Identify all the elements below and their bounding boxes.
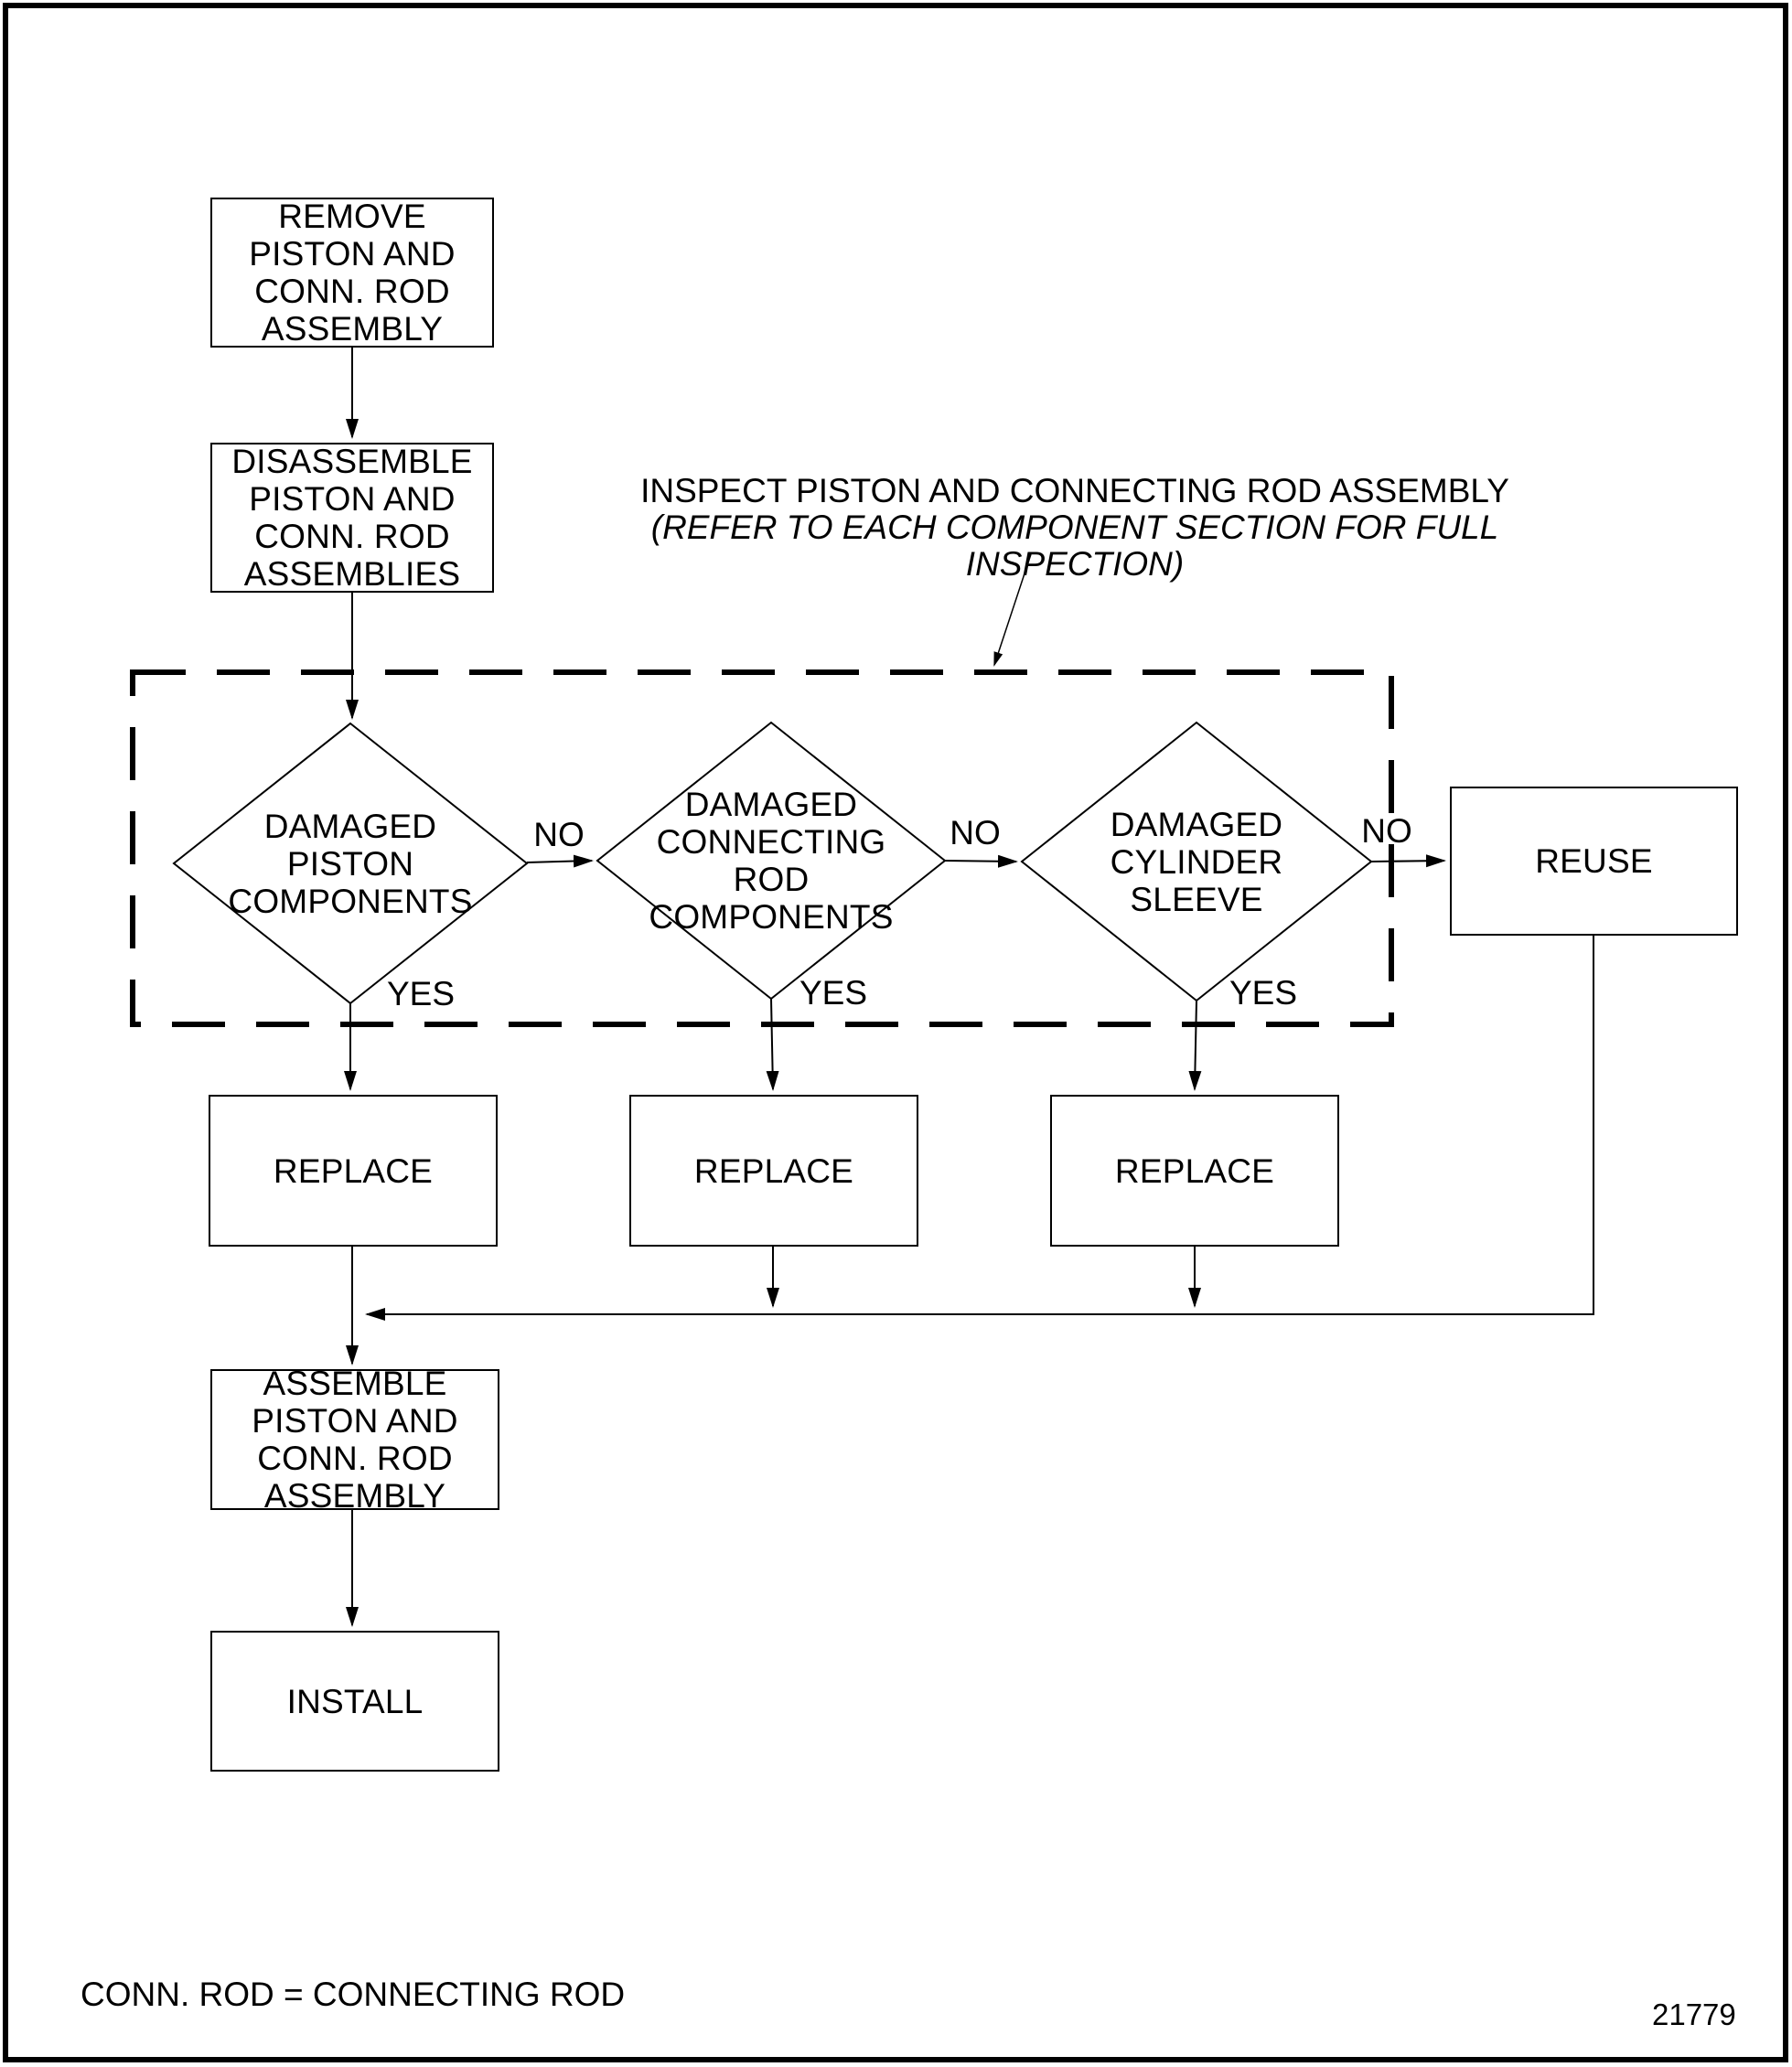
decision-damaged-piston: DAMAGED PISTON COMPONENTS [213, 785, 488, 942]
node-replace-conn-rod-label: REPLACE [693, 1151, 854, 1190]
node-install-label: INSTALL [286, 1682, 424, 1720]
edge-label-conn-rod-yes: YES [799, 974, 868, 1012]
node-replace-sleeve: REPLACE [1050, 1095, 1339, 1247]
edge-label-sleeve-no: NO [1361, 812, 1412, 850]
page-border [3, 3, 1788, 2062]
node-assemble-label: ASSEMBLE PISTON AND CONN. ROD ASSEMBLY [252, 1365, 458, 1515]
edge-label-piston-no: NO [533, 816, 585, 853]
edge-reuse-to-merge [365, 936, 1594, 1321]
node-disassemble-piston-assemblies: DISASSEMBLE PISTON AND CONN. ROD ASSEMBL… [210, 443, 494, 593]
edge-damaged-sleeve-yes [1188, 1000, 1202, 1091]
decision-damaged-conn-rod-label: DAMAGED CONNECTING ROD COMPONENTS [649, 786, 894, 936]
node-replace-sleeve-label: REPLACE [1114, 1151, 1275, 1190]
node-remove-label: REMOVE PISTON AND CONN. ROD ASSEMBLY [249, 198, 456, 348]
edge-label-conn-rod-no: NO [950, 814, 1001, 851]
inspect-callout: INSPECT PISTON AND CONNECTING ROD ASSEMB… [572, 473, 1578, 583]
abbreviation-note: CONN. ROD = CONNECTING ROD [80, 1976, 626, 2013]
decision-damaged-piston-label: DAMAGED PISTON COMPONENTS [228, 807, 473, 920]
figure-number: 21779 [1652, 1997, 1736, 2031]
node-reuse: REUSE [1450, 787, 1738, 936]
inspect-callout-line1: INSPECT PISTON AND CONNECTING ROD ASSEMB… [640, 472, 1509, 509]
node-install: INSTALL [210, 1631, 499, 1772]
inspect-callout-leader-arrow [993, 553, 1032, 667]
inspection-boundary [130, 669, 1394, 1027]
node-reuse-label: REUSE [1535, 842, 1653, 880]
node-replace-piston: REPLACE [209, 1095, 498, 1247]
edge-damaged-sleeve-no [1370, 854, 1446, 868]
decision-damaged-sleeve: DAMAGED CYLINDER SLEEVE [1059, 783, 1334, 940]
node-replace-piston-label: REPLACE [273, 1151, 434, 1190]
decision-damaged-conn-rod: DAMAGED CONNECTING ROD COMPONENTS [634, 782, 908, 939]
edge-label-sleeve-yes: YES [1229, 974, 1298, 1012]
edge-damaged-conn-rod-yes [766, 998, 779, 1091]
node-remove-piston-assembly: REMOVE PISTON AND CONN. ROD ASSEMBLY [210, 198, 494, 348]
node-assemble-piston-assembly: ASSEMBLE PISTON AND CONN. ROD ASSEMBLY [210, 1365, 499, 1515]
edge-damaged-piston-no [526, 854, 594, 868]
node-replace-conn-rod: REPLACE [629, 1095, 918, 1247]
decision-damaged-sleeve-label: DAMAGED CYLINDER SLEEVE [1110, 805, 1283, 918]
inspect-callout-line2: (REFER TO EACH COMPONENT SECTION FOR FUL… [650, 509, 1499, 583]
node-disassemble-label: DISASSEMBLE PISTON AND CONN. ROD ASSEMBL… [231, 443, 473, 593]
edge-label-piston-yes: YES [386, 975, 456, 1012]
edge-damaged-conn-rod-no [944, 854, 1018, 868]
